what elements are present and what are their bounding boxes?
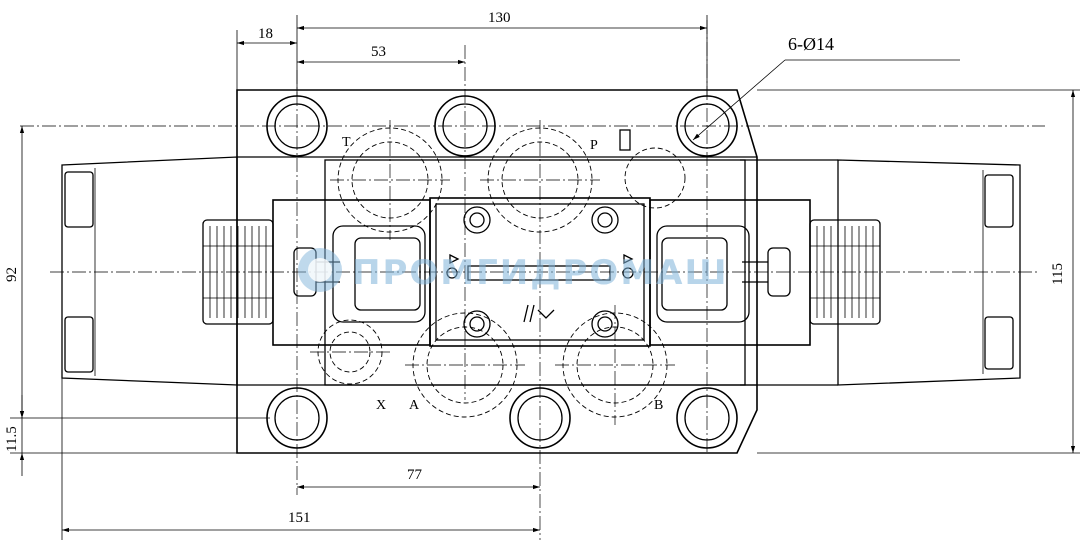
dim-53: 53 [371,44,386,60]
port-labels: T P X A B [342,135,663,413]
watermark: ПРОМГИДРОМАШ [298,248,728,293]
dimension-lines [10,15,1080,540]
dim-18: 18 [258,26,273,42]
dim-92: 92 [4,267,20,282]
center-lines [20,20,1045,540]
dim-115: 115 [1050,263,1066,285]
dim-holes: 6-Ø14 [788,34,834,54]
right-solenoid [649,199,811,346]
port-label-x: X [376,398,386,413]
dim-11-5: 11.5 [4,426,20,452]
dim-77: 77 [407,467,423,483]
port-label-b: B [654,398,663,413]
port-label-a: A [409,398,420,413]
dim-130: 130 [488,10,511,26]
port-label-p: P [590,138,598,153]
dimension-labels: 18 130 53 6-Ø14 115 92 11.5 77 151 [4,10,1066,526]
watermark-text: ПРОМГИДРОМАШ [352,253,728,293]
dim-151: 151 [288,510,311,526]
port-label-t: T [342,135,351,150]
